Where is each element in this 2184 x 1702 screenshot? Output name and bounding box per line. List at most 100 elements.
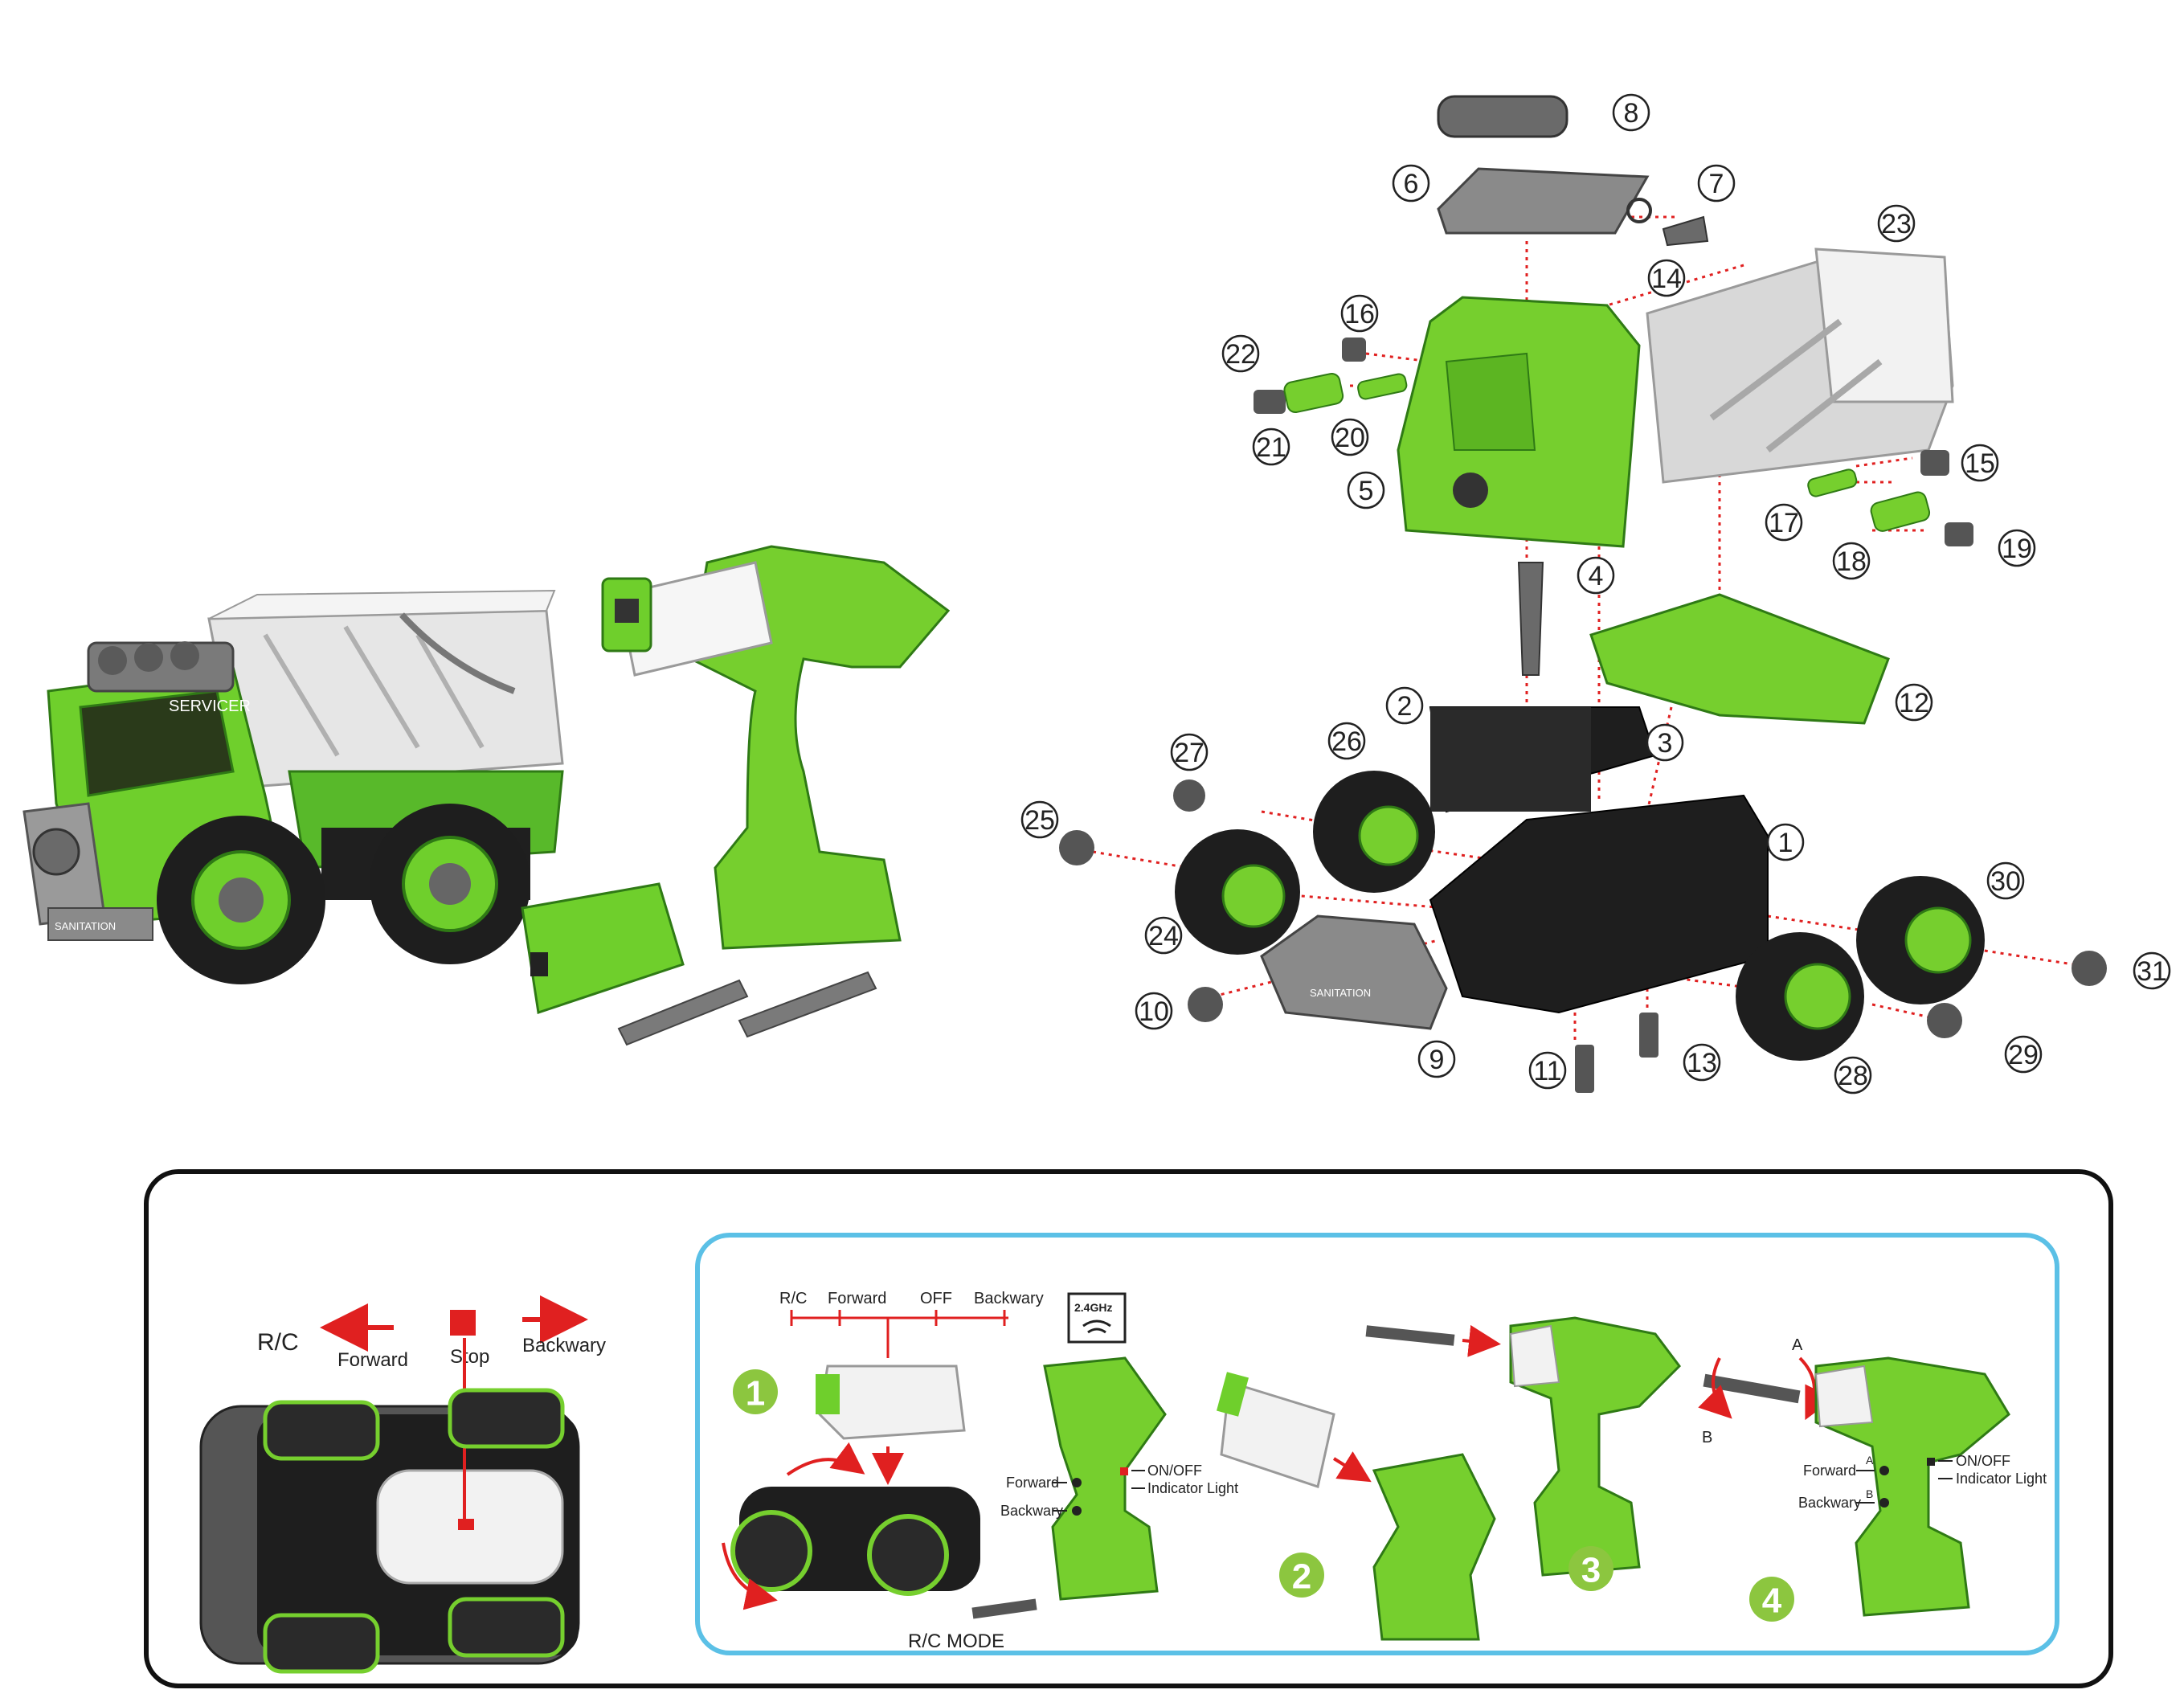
rc-forward-label: Forward (337, 1349, 408, 1371)
part-number-9: 9 (1417, 1040, 1456, 1078)
part-number-13: 13 (1683, 1043, 1721, 1082)
step-3: 3 (1365, 1316, 1681, 1591)
part-number-29: 29 (2004, 1035, 2043, 1074)
svg-text:25: 25 (1025, 805, 1055, 836)
part-number-8: 8 (1612, 93, 1650, 132)
remote4-onoff-label: ON/OFF (1956, 1453, 2010, 1469)
rc-backward-label: Backwary (522, 1335, 606, 1356)
svg-text:23: 23 (1881, 209, 1912, 239)
exploded-view: SANITATION (1059, 95, 2107, 1093)
wheel-24 (1175, 829, 1300, 955)
part-number-17: 17 (1765, 503, 1803, 542)
wheel-30 (1856, 876, 1985, 1004)
svg-text:4: 4 (1589, 561, 1604, 591)
rc-stop-label: Stop (450, 1346, 489, 1368)
remote4-indicator-label: Indicator Light (1956, 1471, 2047, 1487)
battery-module (818, 1364, 966, 1440)
svg-text:24: 24 (1148, 921, 1179, 951)
svg-text:2: 2 (1397, 691, 1413, 722)
frequency-badge (1067, 1292, 1127, 1344)
steps-frame (695, 1233, 2059, 1655)
svg-text:26: 26 (1331, 726, 1362, 757)
truck-front-wheel (157, 816, 325, 984)
remote-step-1 (1043, 1356, 1167, 1601)
svg-text:29: 29 (2008, 1040, 2039, 1070)
step-1-badge (733, 1369, 778, 1414)
instruction-frame (144, 1169, 2113, 1688)
step-1: R/C Forward OFF Backwary 2.4GHz 1 R/C MO… (722, 1290, 1238, 1652)
remote4-b-label: B (1866, 1487, 1873, 1500)
part-number-24: 24 (1144, 916, 1183, 955)
part-number-25: 25 (1020, 800, 1059, 839)
svg-text:6: 6 (1404, 169, 1419, 199)
svg-text:14: 14 (1651, 264, 1682, 294)
part-number-3: 3 (1646, 723, 1684, 762)
step-4: A B A B Forward Backwary ON/OFF Indicato… (1698, 1336, 2047, 1622)
part-number-28: 28 (1834, 1056, 1872, 1094)
part-number-2: 2 (1385, 686, 1424, 725)
part-number-6: 6 (1392, 164, 1430, 203)
part-number-5: 5 (1347, 471, 1385, 509)
svg-text:27: 27 (1174, 738, 1204, 768)
step-4-number: 4 (1762, 1581, 1782, 1621)
svg-text:28: 28 (1838, 1061, 1868, 1091)
wheel-26 (1313, 771, 1435, 893)
part-number-22: 22 (1221, 334, 1260, 373)
wheel-28 (1736, 932, 1864, 1061)
svg-text:12: 12 (1899, 688, 1929, 718)
svg-text:8: 8 (1624, 98, 1639, 129)
svg-text:17: 17 (1769, 508, 1799, 538)
svg-text:5: 5 (1359, 476, 1374, 506)
svg-text:1: 1 (1778, 828, 1793, 858)
svg-text:21: 21 (1256, 432, 1286, 463)
part-number-4: 4 (1577, 556, 1615, 595)
switch-label-off: OFF (920, 1290, 952, 1307)
rc-underside-panel: R/C Forward Stop Backwary (199, 1295, 606, 1674)
part-number-11: 11 (1528, 1051, 1567, 1090)
svg-text:10: 10 (1139, 996, 1169, 1027)
part-number-15: 15 (1961, 444, 1999, 482)
base-label: SANITATION (1310, 987, 1371, 999)
svg-text:11: 11 (1533, 1056, 1561, 1086)
part-number-14: 14 (1647, 259, 1686, 297)
screwdriver-bits (617, 971, 877, 1046)
rotate-label-b: B (1702, 1429, 1712, 1446)
part-number-31: 31 (2133, 951, 2171, 990)
step-3-badge (1568, 1546, 1613, 1591)
rc-mode-label: R/C MODE (908, 1630, 1004, 1652)
part-number-20: 20 (1331, 418, 1369, 456)
part-number-1: 1 (1766, 823, 1805, 861)
remote4-forward-label: Forward (1803, 1463, 1856, 1479)
part-number-7: 7 (1697, 164, 1736, 203)
wifi-icon (1082, 1319, 1111, 1334)
svg-text:16: 16 (1344, 299, 1375, 329)
cab-label: SERVICER (169, 698, 251, 715)
frequency-label: 2.4GHz (1074, 1301, 1112, 1314)
svg-text:30: 30 (1990, 866, 2021, 897)
part-number-21: 21 (1252, 428, 1290, 466)
svg-text:15: 15 (1965, 448, 1995, 479)
part-number-18: 18 (1832, 542, 1871, 580)
bumper-label: SANITATION (55, 920, 116, 932)
svg-text:19: 19 (2002, 534, 2032, 564)
part-number-23: 23 (1877, 204, 1916, 243)
remote4-a-label: A (1866, 1454, 1874, 1467)
step-4-badge (1749, 1577, 1794, 1622)
battery-pack (521, 882, 685, 1014)
remote1-backward-label: Backwary (1000, 1503, 1063, 1519)
assembled-truck: SERVICER SANITATION (22, 589, 564, 984)
part-number-19: 19 (1998, 529, 2036, 567)
svg-text:31: 31 (2137, 956, 2167, 987)
rc-title: R/C (257, 1329, 299, 1356)
drill-remote (601, 545, 951, 950)
svg-text:22: 22 (1225, 339, 1256, 370)
rotate-label-a: A (1792, 1336, 1803, 1354)
svg-text:20: 20 (1335, 423, 1365, 453)
step-3-number: 3 (1581, 1551, 1601, 1590)
svg-text:18: 18 (1836, 546, 1867, 577)
step-1-number: 1 (746, 1374, 765, 1414)
svg-text:13: 13 (1687, 1048, 1717, 1078)
step-2-number: 2 (1292, 1557, 1311, 1597)
